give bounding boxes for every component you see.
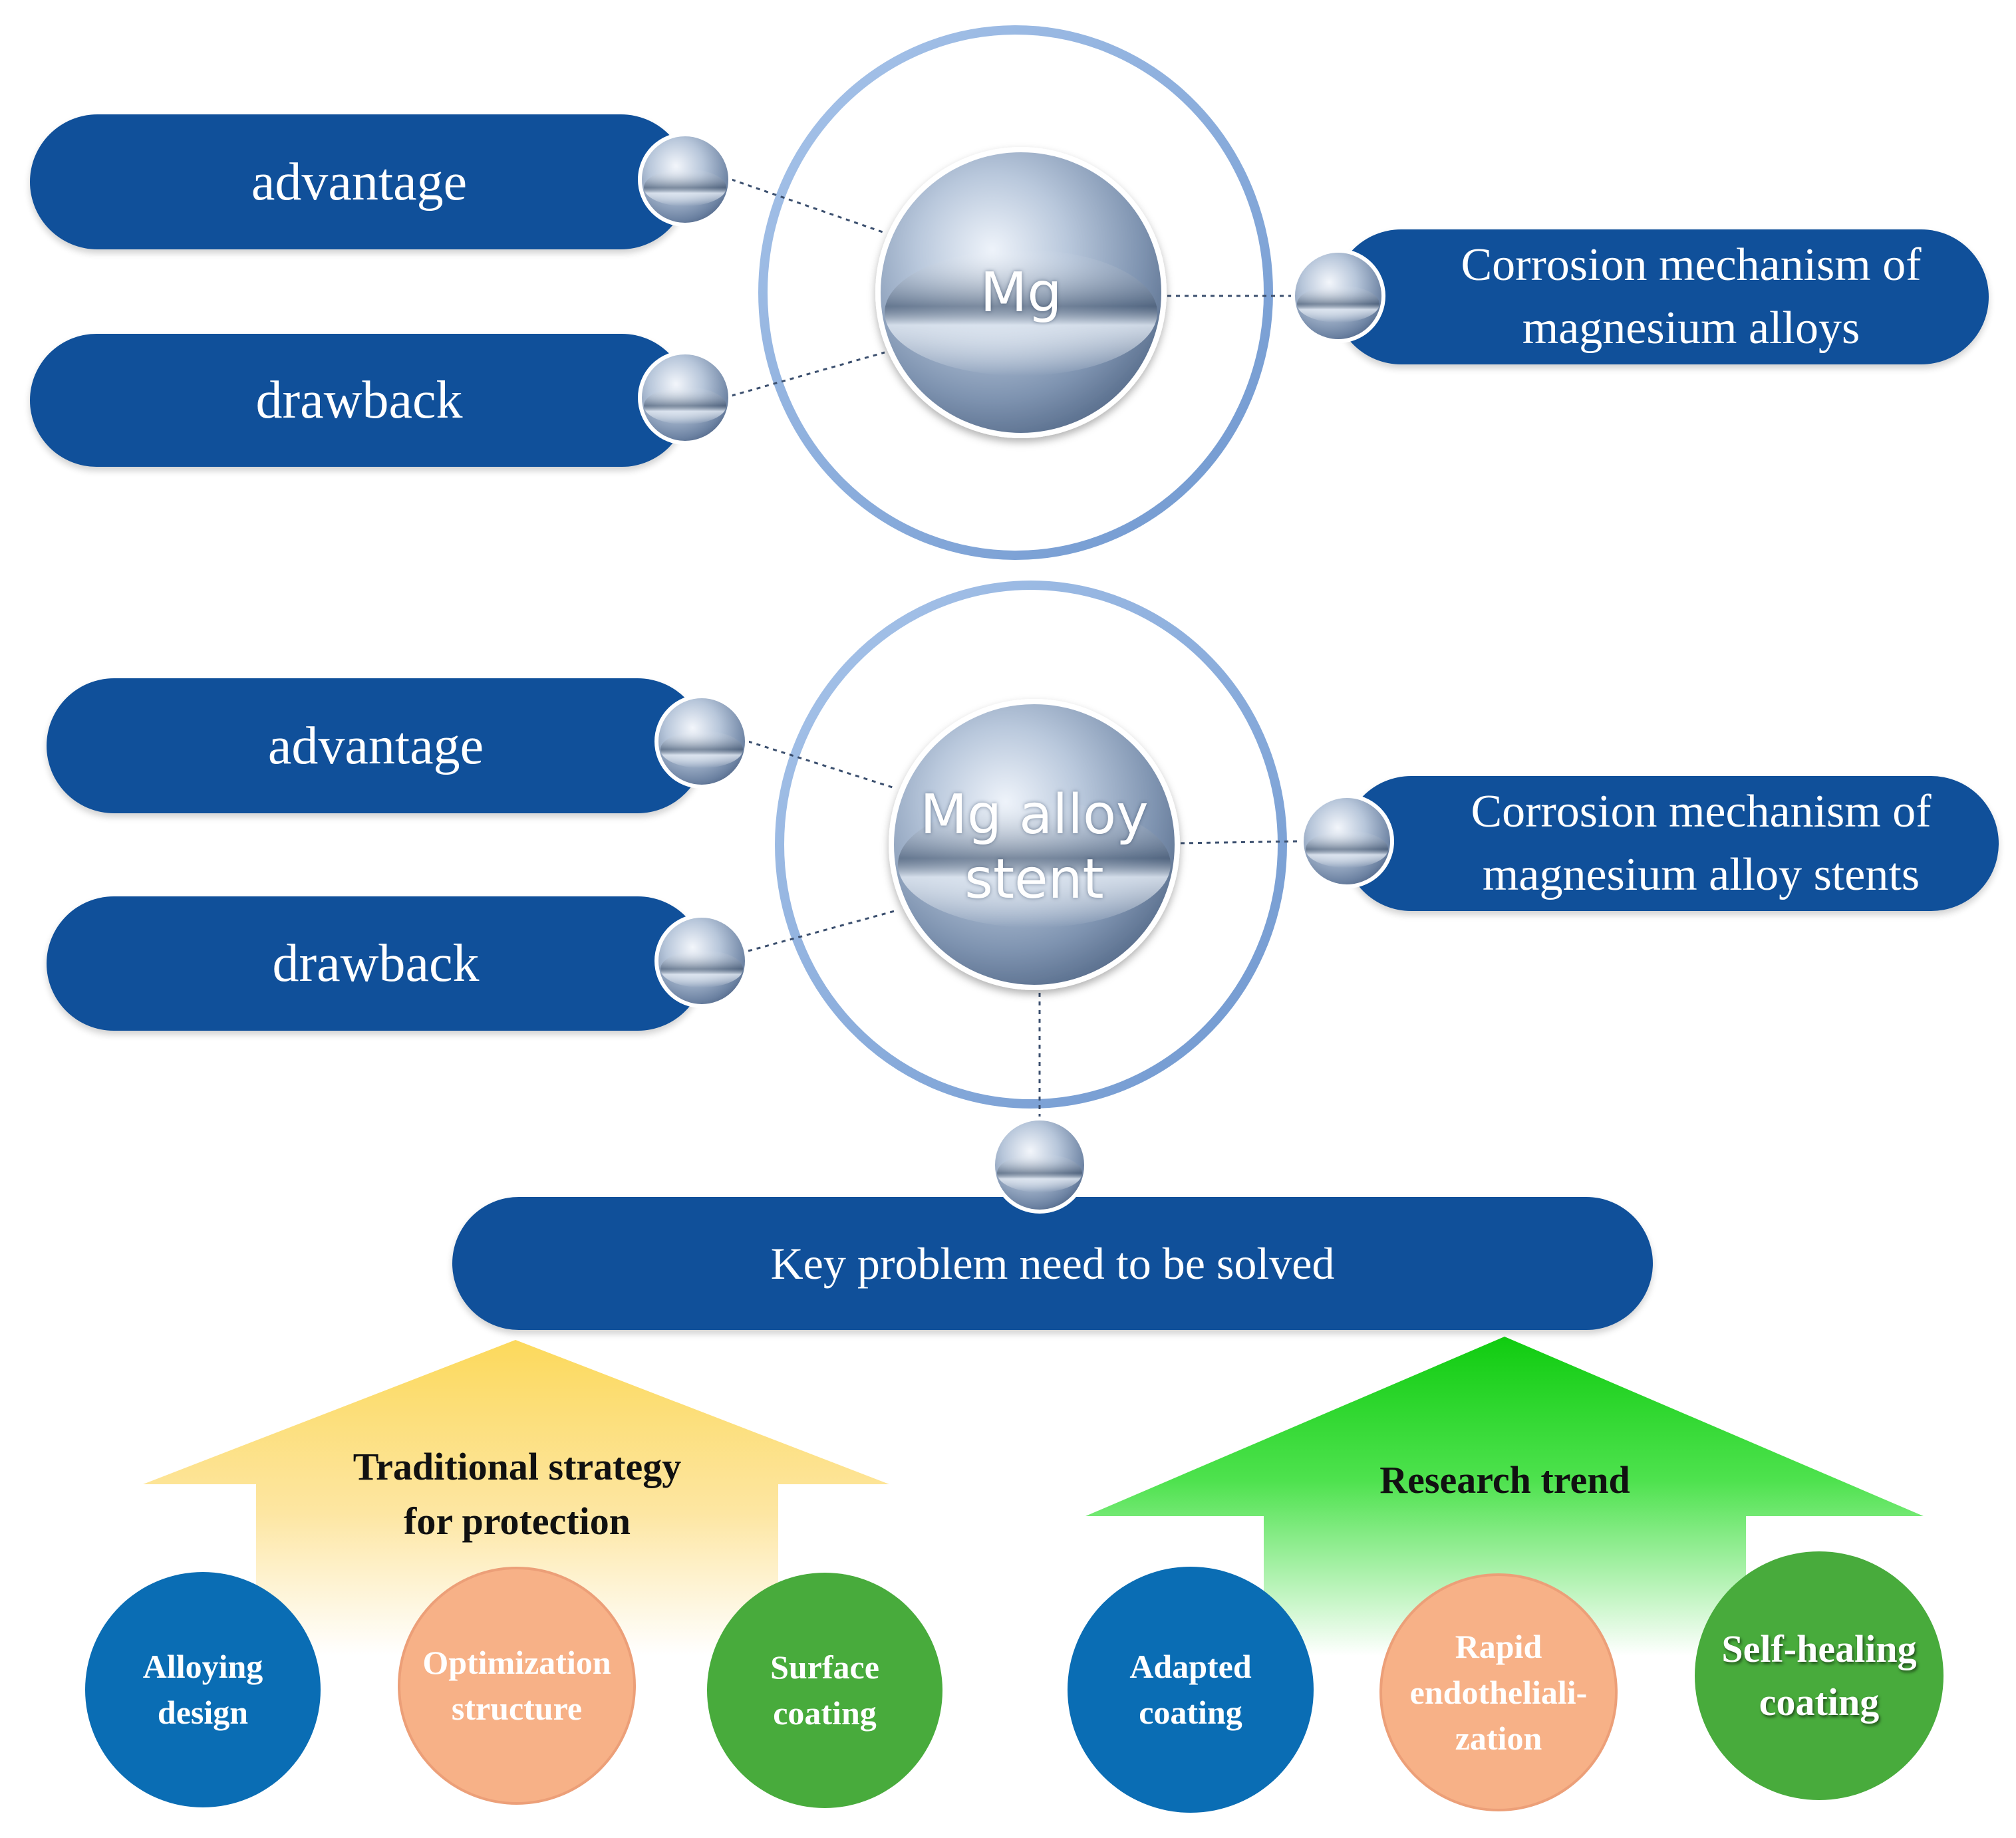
self-healing-coating-label: Self-healing coating <box>1721 1627 1917 1724</box>
middle-connector-drawback <box>748 910 895 952</box>
top-mechanism-line1: Corrosion mechanism of <box>1461 239 1922 291</box>
research-trend-title: Research trend <box>1379 1458 1630 1502</box>
middle-connector-advantage <box>748 740 895 789</box>
middle-advantage-pill: advantage <box>47 678 705 813</box>
traditional-arrow <box>143 1340 889 1656</box>
optimization-structure-circle <box>398 1567 636 1805</box>
middle-outer-ring <box>775 581 1287 1109</box>
top-outer-ring <box>758 25 1273 560</box>
traditional-title-line2: for protection <box>404 1500 631 1543</box>
top-center-label: Mg <box>980 261 1062 325</box>
middle-advantage-label: advantage <box>267 716 484 775</box>
alloying-design-label: Alloying design <box>142 1648 263 1731</box>
top-mechanism-line2: magnesium alloys <box>1522 302 1860 354</box>
top-advantage-label: advantage <box>251 152 468 211</box>
top-connector-drawback <box>731 351 885 397</box>
middle-drawback-pill: drawback <box>47 896 705 1031</box>
key-problem-pill: Key problem need to be solved <box>452 1197 1653 1330</box>
top-advantage-pill: advantage <box>30 114 688 249</box>
rapid-endothelialization-circle <box>1379 1573 1618 1811</box>
self-healing-coating-circle <box>1695 1551 1944 1800</box>
middle-center-line2: stent <box>964 848 1104 911</box>
middle-drawback-label: drawback <box>272 934 480 993</box>
top-group <box>731 25 1294 560</box>
middle-center-label: Mg alloy stent <box>885 771 1184 924</box>
top-connector-advantage <box>731 178 885 234</box>
surface-coating-circle <box>707 1573 942 1808</box>
top-center-sphere <box>875 147 1167 438</box>
surface-coating-label: Surface coating <box>770 1648 879 1732</box>
middle-connector-mechanism <box>1180 840 1304 845</box>
top-drawback-pill: drawback <box>30 334 688 467</box>
middle-group <box>748 581 1304 1124</box>
middle-center-line1: Mg alloy <box>920 783 1149 847</box>
key-problem-label: Key problem need to be solved <box>770 1238 1335 1289</box>
middle-mechanism-line1: Corrosion mechanism of <box>1471 786 1932 837</box>
alloying-design-circle <box>85 1572 321 1807</box>
traditional-title: Traditional strategy for protection <box>256 1440 778 1549</box>
rapid-endothelialization-label: Rapid endotheliali- zation <box>1409 1627 1588 1757</box>
adapted-coating-label: Adapted coating <box>1129 1648 1252 1731</box>
optimization-structure-label: Optimization structure <box>422 1644 611 1727</box>
top-mechanism-pill: Corrosion mechanism of magnesium alloys <box>1334 229 1989 364</box>
middle-center-sphere <box>889 699 1180 990</box>
adapted-coating-circle <box>1068 1567 1314 1813</box>
research-trend-arrow <box>1085 1337 1924 1656</box>
top-drawback-label: drawback <box>255 371 463 430</box>
middle-mechanism-line2: magnesium alloy stents <box>1482 849 1920 900</box>
traditional-title-line1: Traditional strategy <box>353 1445 682 1488</box>
middle-mechanism-pill: Corrosion mechanism of magnesium alloy s… <box>1344 776 1999 911</box>
